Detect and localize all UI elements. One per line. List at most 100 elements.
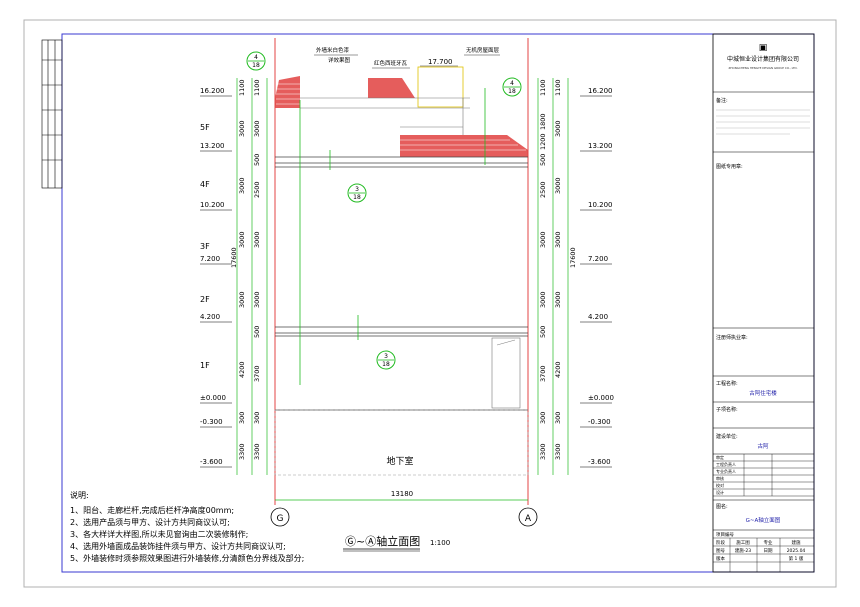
drawing-title: Ⓖ~Ⓐ轴立面图 <box>345 534 420 548</box>
svg-text:16.200: 16.200 <box>200 87 225 95</box>
svg-text:施工图: 施工图 <box>736 539 750 546</box>
company-logo-icon: ▣ <box>759 43 768 53</box>
svg-text:审定: 审定 <box>716 454 724 460</box>
svg-text:16.200: 16.200 <box>588 87 613 95</box>
svg-text:专业负责人: 专业负责人 <box>716 468 736 474</box>
axis-bubble-g: G <box>270 507 290 527</box>
svg-text:500: 500 <box>253 326 261 338</box>
sheet-border <box>23 19 837 588</box>
company-name: 中城恒业设计集团有限公司 <box>727 55 799 63</box>
svg-text:3000: 3000 <box>539 291 547 308</box>
roof-note-2: 详效果图 <box>328 56 351 64</box>
svg-text:10.200: 10.200 <box>200 201 225 209</box>
version: 第 1 版 <box>789 555 804 562</box>
svg-text:-0.300: -0.300 <box>200 418 223 426</box>
svg-text:3: 3 <box>355 186 359 193</box>
svg-text:-0.300: -0.300 <box>588 418 611 426</box>
floor-label-3f: 3F <box>200 242 210 251</box>
svg-text:-3.600: -3.600 <box>200 458 223 466</box>
binding-strip <box>41 39 63 189</box>
svg-text:1800: 1800 <box>539 113 547 130</box>
svg-text:4.200: 4.200 <box>200 313 220 321</box>
notes-heading: 说明: <box>70 490 89 500</box>
svg-text:4: 4 <box>510 80 514 87</box>
floor-label-1f: 1F <box>200 361 210 370</box>
top-elevation: 17.700 <box>428 58 453 66</box>
svg-text:1100: 1100 <box>554 79 562 96</box>
svg-text:18: 18 <box>508 88 516 95</box>
right-dimension-lines <box>537 78 569 475</box>
client-name: 古阿 <box>757 442 769 450</box>
project-name-label: 工程名称: <box>716 380 738 387</box>
svg-text:1100: 1100 <box>253 79 261 96</box>
note-item: 4、选用外墙面成品装饰挂件须与甲方、设计方共同商议认可; <box>70 541 286 551</box>
svg-text:300: 300 <box>238 412 246 424</box>
left-dimension-lines <box>236 78 268 475</box>
svg-text:300: 300 <box>253 412 261 424</box>
left-dimension-text: 1100 3000 3000 17600 3000 3000 4200 300 … <box>230 79 261 460</box>
svg-text:审核: 审核 <box>716 475 724 481</box>
svg-text:18: 18 <box>252 62 260 69</box>
svg-text:1200: 1200 <box>539 133 547 150</box>
svg-text:3000: 3000 <box>253 231 261 248</box>
company-name-en: ZHONGCHENG HENGYE DESIGN GROUP CO., LTD. <box>728 66 797 70</box>
left-elevation-lines <box>200 95 232 468</box>
roof-tile-pattern-left <box>276 83 300 105</box>
svg-text:300: 300 <box>554 412 562 424</box>
drawing-number: 建施-23 <box>735 547 751 554</box>
drawing-scale: 1:100 <box>430 539 450 547</box>
detail-callout-mid: 3 18 <box>347 183 367 203</box>
svg-text:校对: 校对 <box>716 482 724 488</box>
svg-text:1100: 1100 <box>539 79 547 96</box>
note-item: 5、外墙装修时须参照效果图进行外墙装修,分清颜色分界线及部分; <box>70 553 304 563</box>
svg-text:3000: 3000 <box>554 120 562 137</box>
svg-text:阶段: 阶段 <box>716 539 725 546</box>
svg-text:图号: 图号 <box>716 548 725 554</box>
svg-text:±0.000: ±0.000 <box>200 394 226 402</box>
project-name: 古阿住宅楼 <box>749 389 777 397</box>
svg-text:17600: 17600 <box>569 247 577 268</box>
svg-text:18: 18 <box>353 194 361 201</box>
svg-text:4.200: 4.200 <box>588 313 608 321</box>
drawing-date: 2025.04 <box>787 548 806 554</box>
floor-label-5f: 5F <box>200 123 210 132</box>
svg-text:300: 300 <box>539 412 547 424</box>
svg-text:2500: 2500 <box>539 181 547 198</box>
svg-text:3000: 3000 <box>238 120 246 137</box>
svg-text:建施: 建施 <box>792 539 801 546</box>
svg-text:设计: 设计 <box>716 489 724 495</box>
svg-text:18: 18 <box>382 361 390 368</box>
svg-text:3000: 3000 <box>554 291 562 308</box>
svg-text:13.200: 13.200 <box>200 142 225 150</box>
drawing-name: G~A轴立面图 <box>746 516 781 524</box>
roof-note-1: 外墙米白色漆 <box>316 46 350 54</box>
basement-label: 地下室 <box>386 455 413 467</box>
svg-text:G: G <box>277 514 284 524</box>
svg-text:4200: 4200 <box>238 361 246 378</box>
svg-text:-3.600: -3.600 <box>588 458 611 466</box>
svg-text:3300: 3300 <box>554 443 562 460</box>
svg-text:4: 4 <box>254 54 258 61</box>
drawing-name-label: 图名: <box>716 503 728 510</box>
svg-text:500: 500 <box>539 326 547 338</box>
special-seal-label: 图纸专用章: <box>716 163 743 170</box>
svg-text:1100: 1100 <box>238 79 246 96</box>
svg-text:7.200: 7.200 <box>200 255 220 263</box>
svg-text:3000: 3000 <box>253 291 261 308</box>
svg-text:4200: 4200 <box>554 361 562 378</box>
detail-callout-right: 4 18 <box>502 77 522 97</box>
svg-text:3000: 3000 <box>238 231 246 248</box>
svg-text:10.200: 10.200 <box>588 201 613 209</box>
role-labels: 审定 工程负责人 专业负责人 审核 校对 设计 <box>716 454 736 495</box>
basement-outline <box>274 409 529 476</box>
right-dimension-text: 1100 1800 1200 500 2500 3000 3000 500 37… <box>539 79 577 460</box>
door-1f <box>491 337 521 409</box>
project-no-label: 项目编号 <box>716 531 734 538</box>
svg-text:500: 500 <box>539 154 547 166</box>
subproject-label: 子项名称: <box>716 406 738 413</box>
tile-note: 红色西班牙瓦 <box>374 59 408 67</box>
svg-text:3000: 3000 <box>554 231 562 248</box>
svg-text:3000: 3000 <box>238 291 246 308</box>
svg-text:13.200: 13.200 <box>588 142 613 150</box>
